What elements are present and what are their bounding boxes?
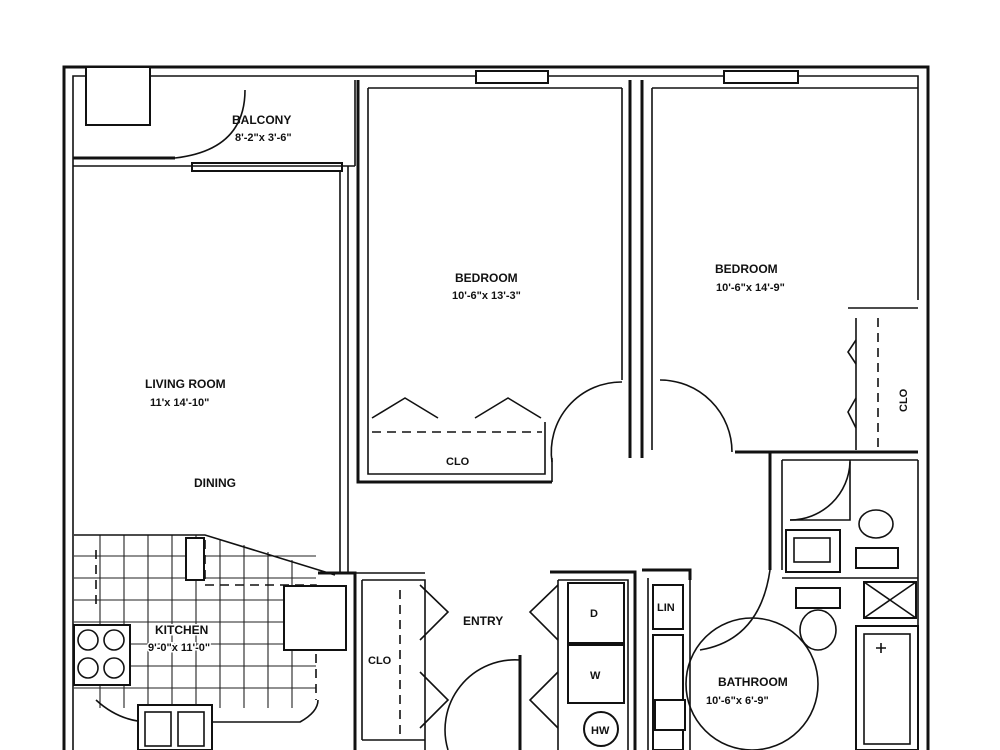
kitchen-dimensions: 9'-0"x 11'-0" <box>148 642 210 654</box>
bedroom-1-label: BEDROOM <box>455 271 518 285</box>
bedroom-1-walls <box>356 80 632 484</box>
windows <box>191 70 799 172</box>
bedroom-2-dimensions: 10'-6"x 14'-9" <box>716 282 785 294</box>
washer-label: W <box>590 670 601 682</box>
living-room-label: LIVING ROOM <box>145 377 226 391</box>
bedroom-2-label: BEDROOM <box>715 262 778 276</box>
balcony-label: BALCONY <box>232 113 291 127</box>
dining-label: DINING <box>194 476 236 490</box>
bedroom-2-closet-label: CLO <box>898 388 910 412</box>
bathroom-dimensions: 10'-6"x 6'-9" <box>706 695 769 707</box>
entry-closet <box>355 572 450 750</box>
bathroom-label: BATHROOM <box>718 675 788 689</box>
kitchen-area <box>73 534 357 750</box>
laundry-area <box>528 570 637 750</box>
water-heater-label: HW <box>591 725 610 737</box>
balcony-area <box>73 66 356 167</box>
linen-closet-label: LIN <box>657 602 675 614</box>
entry-door <box>444 655 522 750</box>
linen-closet <box>642 568 692 750</box>
bedroom-1-dimensions: 10'-6"x 13'-3" <box>452 290 521 302</box>
bathroom-area <box>685 452 919 750</box>
entry-closet-label: CLO <box>368 655 392 667</box>
living-room-dimensions: 11'x 14'-10" <box>150 397 209 409</box>
balcony-dimensions: 8'-2"x 3'-6" <box>235 132 292 144</box>
living-walls <box>339 166 349 572</box>
dryer-label: D <box>590 608 598 620</box>
kitchen-label: KITCHEN <box>155 623 208 637</box>
entry-label: ENTRY <box>463 614 503 628</box>
bedroom-1-closet-label: CLO <box>446 456 470 468</box>
bedroom-2-walls <box>640 80 918 458</box>
